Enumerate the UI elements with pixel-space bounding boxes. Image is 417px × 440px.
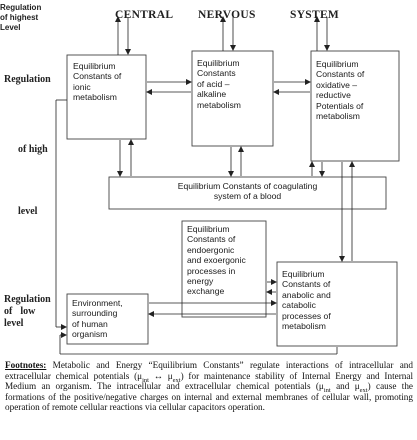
heading-central: CENTRAL: [115, 9, 174, 21]
box-acid-alkaline-metabolism: [191, 50, 274, 147]
diagram-canvas: [55, 16, 400, 355]
label-of-high: of high: [18, 144, 48, 155]
label-level: level: [18, 206, 38, 217]
heading-system: SYSTEM: [290, 9, 340, 21]
label-regulation: Regulation: [4, 74, 51, 85]
box-endoergonic-exoergonic: [181, 220, 267, 318]
label-regulation-highest: Regulation of highest Level: [0, 3, 42, 32]
box-anabolic-catabolic: [276, 261, 398, 347]
box-oxidative-reductive: [310, 50, 400, 162]
footnote-label: Footnotes:: [5, 360, 47, 370]
box-ionic-metabolism: [66, 54, 147, 140]
footnote: Footnotes: Metabolic and Energy “Equilib…: [5, 360, 413, 413]
box-coagulating-system: [108, 176, 387, 210]
heading-nervous: NERVOUS: [198, 9, 256, 21]
box-environment: [66, 293, 149, 345]
